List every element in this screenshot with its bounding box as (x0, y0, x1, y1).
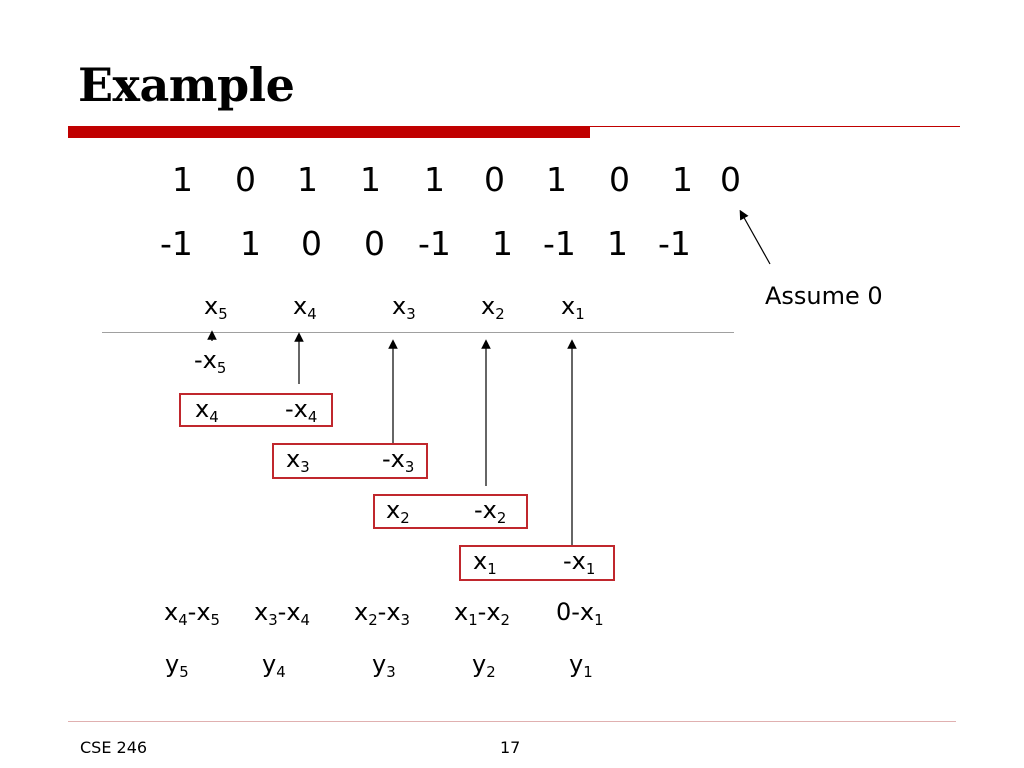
footer-course: CSE 246 (80, 738, 148, 757)
box-left-term: x4 (195, 395, 219, 427)
neg-x5-term: -x5 (194, 346, 227, 378)
box-right-term: -x2 (474, 496, 507, 528)
box-left-term: x3 (286, 445, 310, 477)
bit-digit: 0 (609, 160, 630, 199)
recoded-digit: 1 (240, 224, 261, 263)
difference-term: x4-x5 (164, 598, 221, 630)
footer-page-number: 17 (500, 738, 521, 757)
slide-title: Example (78, 58, 295, 112)
bit-digit: 1 (172, 160, 193, 199)
box-left-term: x2 (386, 496, 410, 528)
assume-arrow (739, 209, 771, 265)
recoded-digit: 1 (607, 224, 628, 263)
bit-digit: 0 (720, 160, 741, 199)
x-label: x2 (481, 292, 505, 324)
difference-term: x2-x3 (354, 598, 411, 630)
difference-part: x4 (164, 598, 188, 630)
difference-part: -x4 (277, 598, 311, 630)
recoded-digit: 0 (364, 224, 385, 263)
term-box: x3 -x3 (272, 443, 428, 479)
title-rule (590, 126, 960, 127)
x-label: x4 (293, 292, 317, 324)
recoded-digit: -1 (543, 224, 576, 263)
difference-term: 0-x1 (556, 598, 604, 630)
difference-part: -x5 (187, 598, 221, 630)
recoded-digit: 1 (492, 224, 513, 263)
separator-line (102, 332, 734, 333)
difference-part: -x2 (477, 598, 511, 630)
box-right-term: -x1 (563, 547, 596, 579)
x-label: x1 (561, 292, 585, 324)
y-label: y4 (262, 650, 286, 682)
y-label: y5 (165, 650, 189, 682)
bit-digit: 1 (297, 160, 318, 199)
x-label: x3 (392, 292, 416, 324)
title-accent-bar (68, 126, 590, 138)
x-label: x5 (204, 292, 228, 324)
term-box: x2 -x2 (373, 494, 528, 529)
difference-part: 0-x1 (556, 598, 604, 630)
y-label: y1 (569, 650, 593, 682)
term-box: x1 -x1 (459, 545, 615, 581)
difference-part: x3 (254, 598, 278, 630)
difference-term: x1-x2 (454, 598, 511, 630)
footer-rule (68, 721, 956, 722)
box-right-term: -x4 (285, 395, 318, 427)
assume-zero-annotation: Assume 0 (765, 282, 883, 310)
recoded-digit: -1 (418, 224, 451, 263)
bit-digit: 1 (424, 160, 445, 199)
recoded-digit: 0 (301, 224, 322, 263)
bit-digit: 0 (484, 160, 505, 199)
box-left-term: x1 (473, 547, 497, 579)
recoded-digit: -1 (658, 224, 691, 263)
bit-digit: 0 (235, 160, 256, 199)
difference-part: -x3 (377, 598, 411, 630)
box-right-term: -x3 (382, 445, 415, 477)
y-label: y3 (372, 650, 396, 682)
y-label: y2 (472, 650, 496, 682)
bit-digit: 1 (546, 160, 567, 199)
difference-part: x1 (454, 598, 478, 630)
term-box: x4 -x4 (179, 393, 333, 427)
recoded-digit: -1 (160, 224, 193, 263)
difference-part: x2 (354, 598, 378, 630)
difference-term: x3-x4 (254, 598, 311, 630)
bit-digit: 1 (360, 160, 381, 199)
bit-digit: 1 (672, 160, 693, 199)
